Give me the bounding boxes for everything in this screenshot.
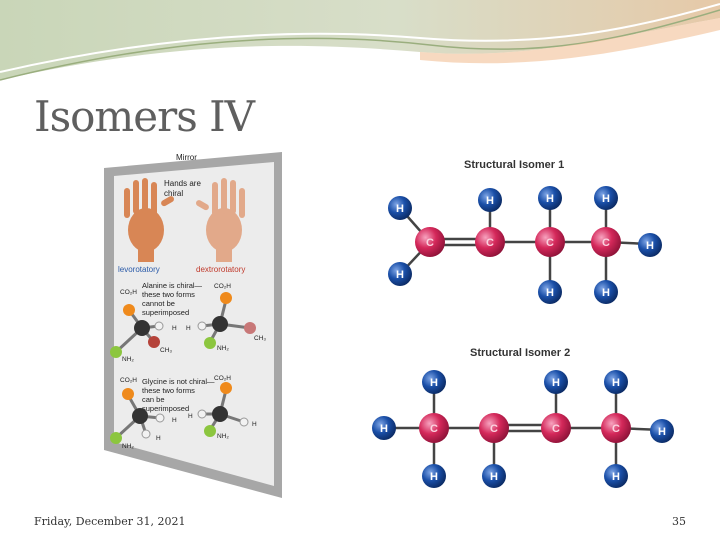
alanine-left-h: H [172,325,177,332]
hydrogen-atom-icon: H [372,416,396,440]
hydrogen-atom-icon: H [388,262,412,286]
glycine-left-h-2: H [156,435,161,442]
glycine-left-co2h: CO₂H [120,377,137,384]
hydrogen-atom-icon: H [422,370,446,394]
svg-text:H: H [396,203,404,215]
hydrogen-atom-icon: H [594,186,618,210]
carbon-atom-icon: C [541,413,571,443]
hydrogen-atom-icon: H [422,464,446,488]
carbon-atom-icon: C [475,227,505,257]
glycine-left-molecule [110,388,165,444]
hydrogen-atom-icon: H [544,370,568,394]
hydrogen-atom-icon: H [604,464,628,488]
dextrorotatory-label: dextrorotatory [196,265,245,274]
svg-text:H: H [490,471,498,483]
isomer-2-atoms: H H H H H H H H C C C C [372,370,674,488]
glycine-caption-line-2: these two forms [142,386,195,395]
svg-text:C: C [552,423,560,435]
svg-text:C: C [490,423,498,435]
hands-caption-line-1: Hands are [164,179,201,188]
carbon-atom-icon: C [419,413,449,443]
hydrogen-atom-icon: H [650,419,674,443]
glycine-caption-line-1: Glycine is not chiral— [142,377,215,386]
svg-text:H: H [396,269,404,281]
glycine-caption-line-3: can be [142,395,165,404]
svg-text:H: H [430,377,438,389]
glycine-right-co2h: CO₂H [214,375,231,382]
svg-text:H: H [646,240,654,252]
svg-text:C: C [426,237,434,249]
slide-title: Isomers IV [34,92,255,141]
alanine-caption-line-4: superimposed [142,308,189,317]
left-hand-icon [124,178,175,262]
svg-text:H: H [612,377,620,389]
svg-text:H: H [602,287,610,299]
alanine-caption-line-1: Alanine is chiral— [142,281,203,290]
alanine-caption-line-2: these two forms [142,290,195,299]
footer-date: Friday, December 31, 2021 [34,515,186,528]
svg-text:H: H [546,287,554,299]
svg-text:H: H [612,471,620,483]
hydrogen-atom-icon: H [478,188,502,212]
hydrogen-atom-icon: H [538,186,562,210]
levorotatory-label: levorotatory [118,265,160,274]
svg-text:H: H [546,193,554,205]
glycine-left-h-1: H [172,417,177,424]
carbon-atom-icon: C [535,227,565,257]
isomer-1-atoms: H H H H H H H H C C C C [388,186,662,304]
alanine-right-co2h: CO₂H [214,283,231,290]
glycine-right-nh2: NH₂ [217,433,229,440]
carbon-atom-icon: C [415,227,445,257]
hydrogen-atom-icon: H [594,280,618,304]
alanine-left-ch3: CH₃ [160,347,172,354]
svg-text:C: C [602,237,610,249]
svg-text:C: C [612,423,620,435]
right-hand-icon [195,178,245,262]
glycine-caption-line-4: superimposed [142,404,189,413]
carbon-atom-icon: C [601,413,631,443]
isomer-2-title: Structural Isomer 2 [470,347,570,359]
glycine-left-nh2: NH₂ [122,443,134,450]
hydrogen-atom-icon: H [388,196,412,220]
carbon-atom-icon: C [591,227,621,257]
hydrogen-atom-icon: H [538,280,562,304]
alanine-right-h: H [186,325,191,332]
svg-text:C: C [546,237,554,249]
alanine-right-ch3: CH₃ [254,335,266,342]
svg-text:H: H [380,423,388,435]
chirality-mirror-figure: Mirror Hands are chiral [84,150,310,500]
alanine-caption-line-3: cannot be [142,299,175,308]
hydrogen-atom-icon: H [604,370,628,394]
alanine-left-co2h: CO₂H [120,289,137,296]
hydrogen-atom-icon: H [482,464,506,488]
hydrogen-atom-icon: H [638,233,662,257]
svg-text:C: C [486,237,494,249]
svg-text:H: H [658,426,666,438]
hands-caption-line-2: chiral [164,189,183,198]
svg-text:H: H [602,193,610,205]
glycine-right-molecule [197,382,249,437]
glycine-right-h-2: H [252,421,257,428]
carbon-atom-icon: C [479,413,509,443]
svg-text:C: C [430,423,438,435]
isomer-1-title: Structural Isomer 1 [464,159,564,171]
svg-text:H: H [430,471,438,483]
alanine-right-nh2: NH₂ [217,345,229,352]
page-number: 35 [672,515,686,528]
alanine-right-molecule [197,292,256,349]
alanine-left-nh2: NH₂ [122,356,134,363]
structural-isomers-figure: Structural Isomer 1 H H H H [366,150,686,500]
mirror-label: Mirror [176,153,197,162]
glycine-right-h-1: H [188,413,193,420]
header-banner [0,0,720,81]
alanine-left-molecule [110,304,164,358]
svg-text:H: H [486,195,494,207]
svg-text:H: H [552,377,560,389]
